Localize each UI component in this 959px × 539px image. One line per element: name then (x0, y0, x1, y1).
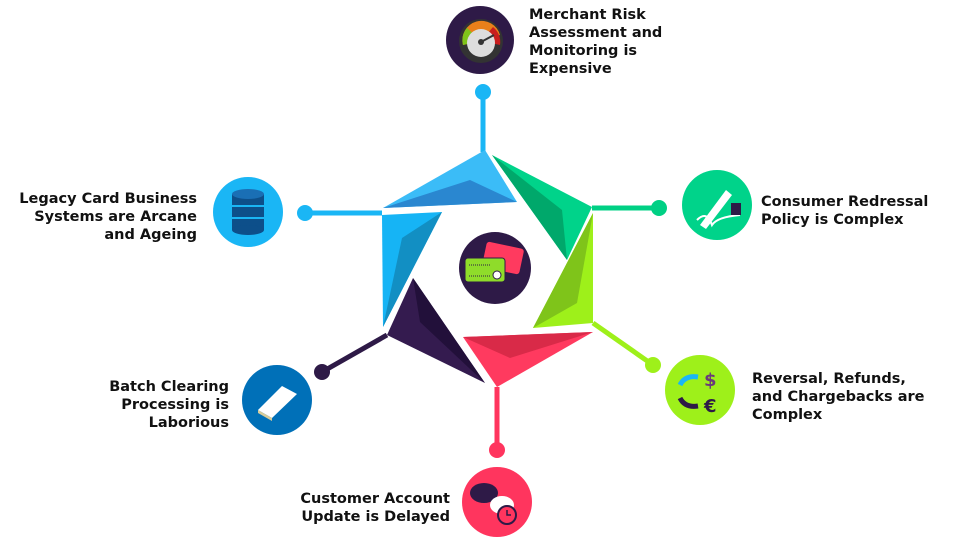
svg-text:€: € (703, 396, 717, 417)
label-line: Legacy Card Business (19, 191, 197, 207)
label-line: Expensive (529, 61, 612, 77)
label-line: Policy is Complex (761, 212, 904, 228)
blade-blue (383, 150, 517, 208)
label-line: Monitoring is (529, 43, 638, 59)
connector-dot (489, 442, 505, 458)
label-line: Systems are Arcane (34, 209, 197, 225)
blade-red (463, 332, 593, 387)
label-line: Processing is (121, 397, 229, 413)
label-line: and Ageing (104, 227, 197, 243)
connector-dot (651, 200, 667, 216)
label-line: Reversal, Refunds, (752, 371, 906, 387)
blade-lime (533, 213, 593, 328)
connector-dot (475, 84, 491, 100)
blade-green (492, 155, 592, 260)
chat-clock-icon (462, 467, 532, 537)
label-line: Complex (752, 407, 823, 423)
database-icon (213, 177, 283, 247)
label-line: Batch Clearing (109, 379, 229, 395)
blade-purple (387, 278, 485, 383)
connector-dot (297, 205, 313, 221)
svg-text:$: $ (704, 370, 717, 391)
label-line: Assessment and (529, 25, 663, 41)
card-stack-icon (242, 365, 312, 435)
label-line: Merchant Risk (529, 7, 646, 23)
connector-lime (591, 320, 655, 368)
label-line: Customer Account (300, 491, 450, 507)
gauge-icon (446, 6, 514, 74)
pen-signature-icon (682, 170, 752, 240)
credit-card-icon (459, 232, 531, 304)
label-line: Laborious (148, 415, 229, 431)
blade-lightblue (382, 212, 442, 327)
connector-dot (645, 357, 661, 373)
connector-purple (320, 332, 389, 375)
label-line: Consumer Redressal (761, 194, 929, 210)
currency-exchange-icon: $ € (665, 355, 735, 425)
label-line: and Chargebacks are (752, 389, 925, 405)
label-line: Update is Delayed (301, 509, 450, 525)
connector-dot (314, 364, 330, 380)
